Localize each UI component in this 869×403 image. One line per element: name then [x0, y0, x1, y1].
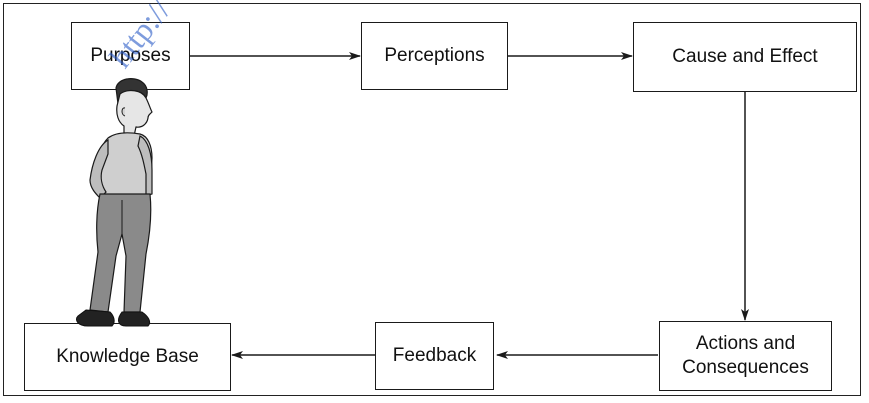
diagram-frame [3, 3, 861, 396]
node-cause-and-effect-label: Cause and Effect [672, 46, 818, 67]
node-actions-and-consequences-label: Actions and Consequences [682, 333, 809, 378]
standing-person-illustration [75, 78, 153, 327]
node-feedback: Feedback [375, 322, 494, 390]
node-knowledge-base-label: Knowledge Base [56, 346, 199, 367]
node-actions-and-consequences: Actions and Consequences [659, 321, 832, 391]
node-knowledge-base: Knowledge Base [24, 323, 231, 391]
node-purposes-label: Purposes [90, 45, 171, 66]
node-cause-and-effect: Cause and Effect [633, 22, 857, 92]
node-perceptions-label: Perceptions [384, 45, 485, 66]
node-perceptions: Perceptions [361, 22, 508, 90]
node-feedback-label: Feedback [392, 345, 477, 366]
